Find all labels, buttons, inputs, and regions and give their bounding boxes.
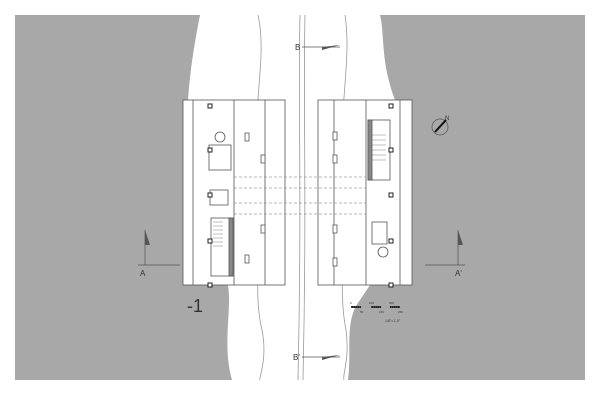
section-a-marker-left: A <box>138 230 180 278</box>
connector-bridge <box>234 176 366 215</box>
section-b-marker-top: B <box>295 43 340 52</box>
section-a-label: A <box>140 269 146 278</box>
scale-tick-label: 100 <box>369 301 374 305</box>
left-building <box>182 99 286 288</box>
section-a-marker-right: A' <box>425 230 465 278</box>
scale-tick-label: 200 <box>389 301 394 305</box>
scale-tick-label: 250 <box>398 310 403 314</box>
north-label: N <box>445 116 449 122</box>
scale-bar: 0 100 200 50 150 250 1/8"=1'-0" <box>350 301 403 323</box>
section-b-prime-label: B' <box>293 353 300 362</box>
left-bank <box>15 15 232 380</box>
north-arrow-icon: N <box>431 116 449 136</box>
section-a-prime-label: A' <box>455 269 462 278</box>
section-b-marker-bottom: B' <box>293 353 340 362</box>
scale-tick-label: 0 <box>350 301 352 305</box>
right-bank <box>348 15 585 380</box>
right-building <box>317 99 413 288</box>
section-b-label: B <box>295 43 300 52</box>
level-label: -1 <box>187 296 203 316</box>
scale-text: 1/8"=1'-0" <box>385 319 401 323</box>
scale-tick-label: 50 <box>360 310 364 314</box>
scale-tick-label: 150 <box>379 310 384 314</box>
